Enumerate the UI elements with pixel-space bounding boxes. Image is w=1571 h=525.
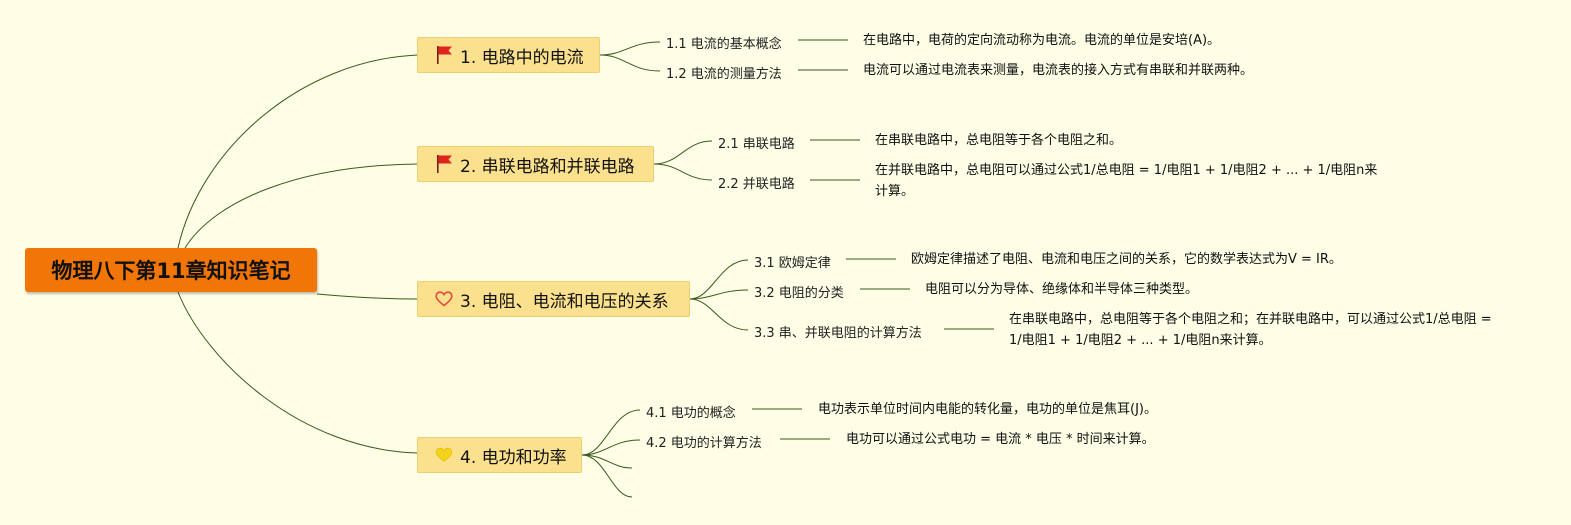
desc-2-1[interactable]: 在串联电路中，总电阻等于各个电阻之和。 xyxy=(875,133,1123,148)
topic-1-label: 1. 电路中的电流 xyxy=(460,47,584,68)
desc-1-1[interactable]: 在电路中，电荷的定向流动称为电流。电流的单位是安培(A)。 xyxy=(863,33,1221,48)
subtopic-3-3[interactable]: 3.3 串、并联电阻的计算方法 xyxy=(754,326,922,341)
topic-2-branch-1-line xyxy=(653,140,713,165)
desc-2-2[interactable]: 在并联电路中，总电阻可以通过公式1/总电阻 = 1/电阻1 + 1/电阻2 + … xyxy=(875,163,1378,199)
topic-3[interactable]: 3. 电阻、电流和电压的关系 xyxy=(417,281,690,317)
root-to-topic-4-line xyxy=(177,291,419,454)
topic-3-branch-3-line xyxy=(689,298,749,331)
topic-4-branch-4-line xyxy=(581,454,633,498)
topic-2-branch-2-line xyxy=(653,163,713,181)
subtopic-1-2[interactable]: 1.2 电流的测量方法 xyxy=(666,67,782,82)
red-flag-icon xyxy=(434,154,454,174)
subtopic-1-1[interactable]: 1.1 电流的基本概念 xyxy=(666,37,782,52)
topic-4-branch-1-line xyxy=(581,409,641,456)
root-to-topic-3-line xyxy=(316,293,419,300)
subtopic-2-1[interactable]: 2.1 串联电路 xyxy=(718,137,795,152)
desc-3-1[interactable]: 欧姆定律描述了电阻、电流和电压之间的关系，它的数学表达式为V = IR。 xyxy=(911,252,1342,267)
desc-4-1[interactable]: 电功表示单位时间内电能的转化量，电功的单位是焦耳(J)。 xyxy=(818,402,1157,417)
red-flag-icon xyxy=(434,45,454,65)
yellow-heart-icon xyxy=(434,445,454,465)
desc-4-2[interactable]: 电功可以通过公式电功 = 电流 * 电压 * 时间来计算。 xyxy=(846,432,1155,447)
subtopic-4-2[interactable]: 4.2 电功的计算方法 xyxy=(646,436,762,451)
topic-2[interactable]: 2. 串联电路和并联电路 xyxy=(417,146,654,182)
topic-3-branch-1-line xyxy=(689,259,749,300)
topic-4-label: 4. 电功和功率 xyxy=(460,447,567,468)
topic-3-label: 3. 电阻、电流和电压的关系 xyxy=(460,291,669,312)
heart-outline-icon xyxy=(434,289,454,309)
desc-3-2[interactable]: 电阻可以分为导体、绝缘体和半导体三种类型。 xyxy=(925,282,1199,297)
topic-1-branch-1-line xyxy=(599,41,661,56)
subtopic-2-2[interactable]: 2.2 并联电路 xyxy=(718,177,795,192)
topic-3-branch-2-line xyxy=(689,289,749,300)
desc-3-3[interactable]: 在串联电路中，总电阻等于各个电阻之和；在并联电路中，可以通过公式1/总电阻 = … xyxy=(1009,312,1492,348)
root-title: 物理八下第11章知识笔记 xyxy=(51,259,291,283)
subtopic-3-1[interactable]: 3.1 欧姆定律 xyxy=(754,256,831,271)
subtopic-3-2[interactable]: 3.2 电阻的分类 xyxy=(754,286,844,301)
root-to-topic-1-line xyxy=(177,54,419,249)
topic-2-label: 2. 串联电路和并联电路 xyxy=(460,156,635,177)
root-to-topic-2-line xyxy=(184,163,419,249)
topic-4-branch-2-line xyxy=(581,439,641,456)
subtopic-4-1[interactable]: 4.1 电功的概念 xyxy=(646,406,736,421)
topic-1[interactable]: 1. 电路中的电流 xyxy=(417,37,600,73)
topic-4[interactable]: 4. 电功和功率 xyxy=(417,437,582,473)
root-topic[interactable]: 物理八下第11章知识笔记 xyxy=(25,248,317,292)
topic-1-branch-2-line xyxy=(599,54,661,72)
desc-1-2[interactable]: 电流可以通过电流表来测量，电流表的接入方式有串联和并联两种。 xyxy=(863,63,1254,78)
